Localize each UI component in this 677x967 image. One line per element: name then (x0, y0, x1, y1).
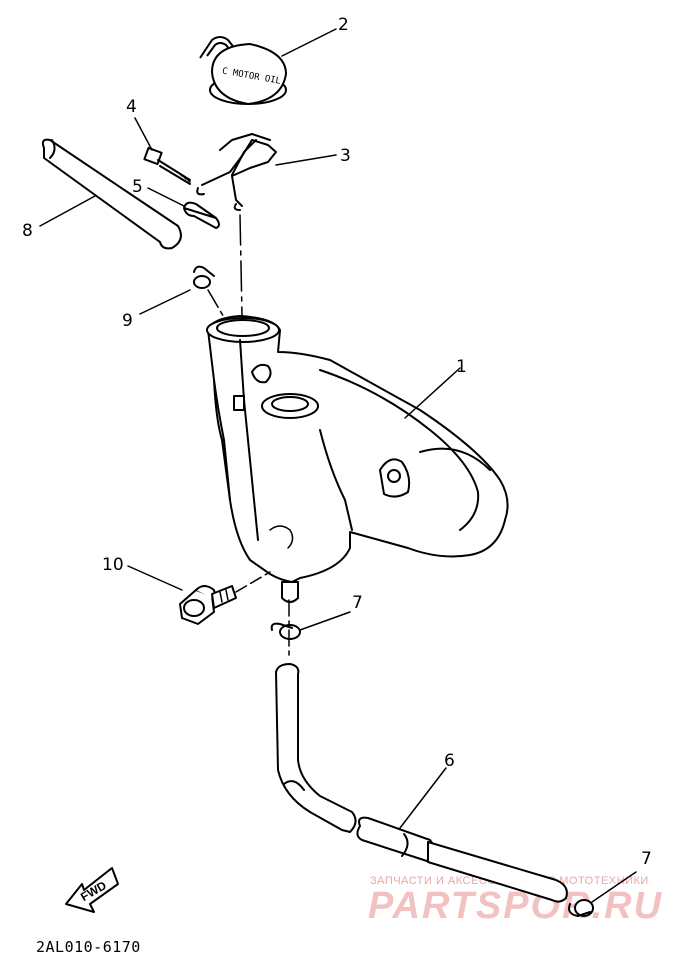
callout-labels: 1 2 3 4 5 6 7 7 8 9 10 (22, 15, 652, 869)
callout-6: 6 (444, 751, 455, 771)
leader-line-7-upper (299, 611, 351, 631)
forward-arrow-icon: FWD (65, 867, 119, 913)
oil-hose-part (275, 663, 568, 903)
callout-9: 9 (122, 311, 133, 331)
guide-line-cap (239, 214, 243, 316)
callout-7-upper: 7 (352, 593, 363, 613)
callout-7-lower: 7 (641, 849, 652, 869)
oil-cap-part: C MOTOR OIL (199, 36, 287, 105)
leader-line-8 (39, 195, 96, 227)
collar-part (183, 201, 220, 229)
bracket-part (196, 133, 277, 211)
guide-line-drain (235, 571, 271, 593)
callout-5: 5 (132, 177, 143, 197)
hose-clip-part-7-upper (270, 622, 301, 640)
hose-clip-part-7-lower (568, 899, 594, 917)
leader-line-2 (281, 28, 337, 57)
watermark-brand: PARTSPOR.RU (368, 885, 663, 927)
drain-bolt-part (179, 585, 237, 625)
bolt-part (143, 146, 191, 185)
leader-line-3 (275, 154, 337, 166)
leader-line-1 (404, 367, 461, 419)
leader-line-6 (399, 767, 447, 829)
leader-line-7-lower (591, 871, 637, 903)
callout-1: 1 (456, 357, 467, 377)
callout-2: 2 (338, 15, 349, 35)
breather-hose-part (41, 138, 182, 250)
leader-line-9 (139, 289, 191, 315)
diagram-code: 2AL010-6170 (36, 938, 141, 956)
leader-line-10 (127, 565, 183, 591)
callout-3: 3 (340, 146, 351, 166)
leader-line-5 (147, 187, 185, 207)
hose-clip-part-9 (193, 265, 215, 289)
callout-4: 4 (126, 97, 137, 117)
callout-10: 10 (102, 555, 124, 575)
callout-8: 8 (22, 221, 33, 241)
watermark: ЗАПЧАСТИ И АКСЕССУАРЫ ДЛЯ МОТОТЕХНИКИ PA… (368, 875, 663, 927)
oil-tank-part (206, 315, 509, 603)
leader-line-4 (134, 117, 153, 151)
